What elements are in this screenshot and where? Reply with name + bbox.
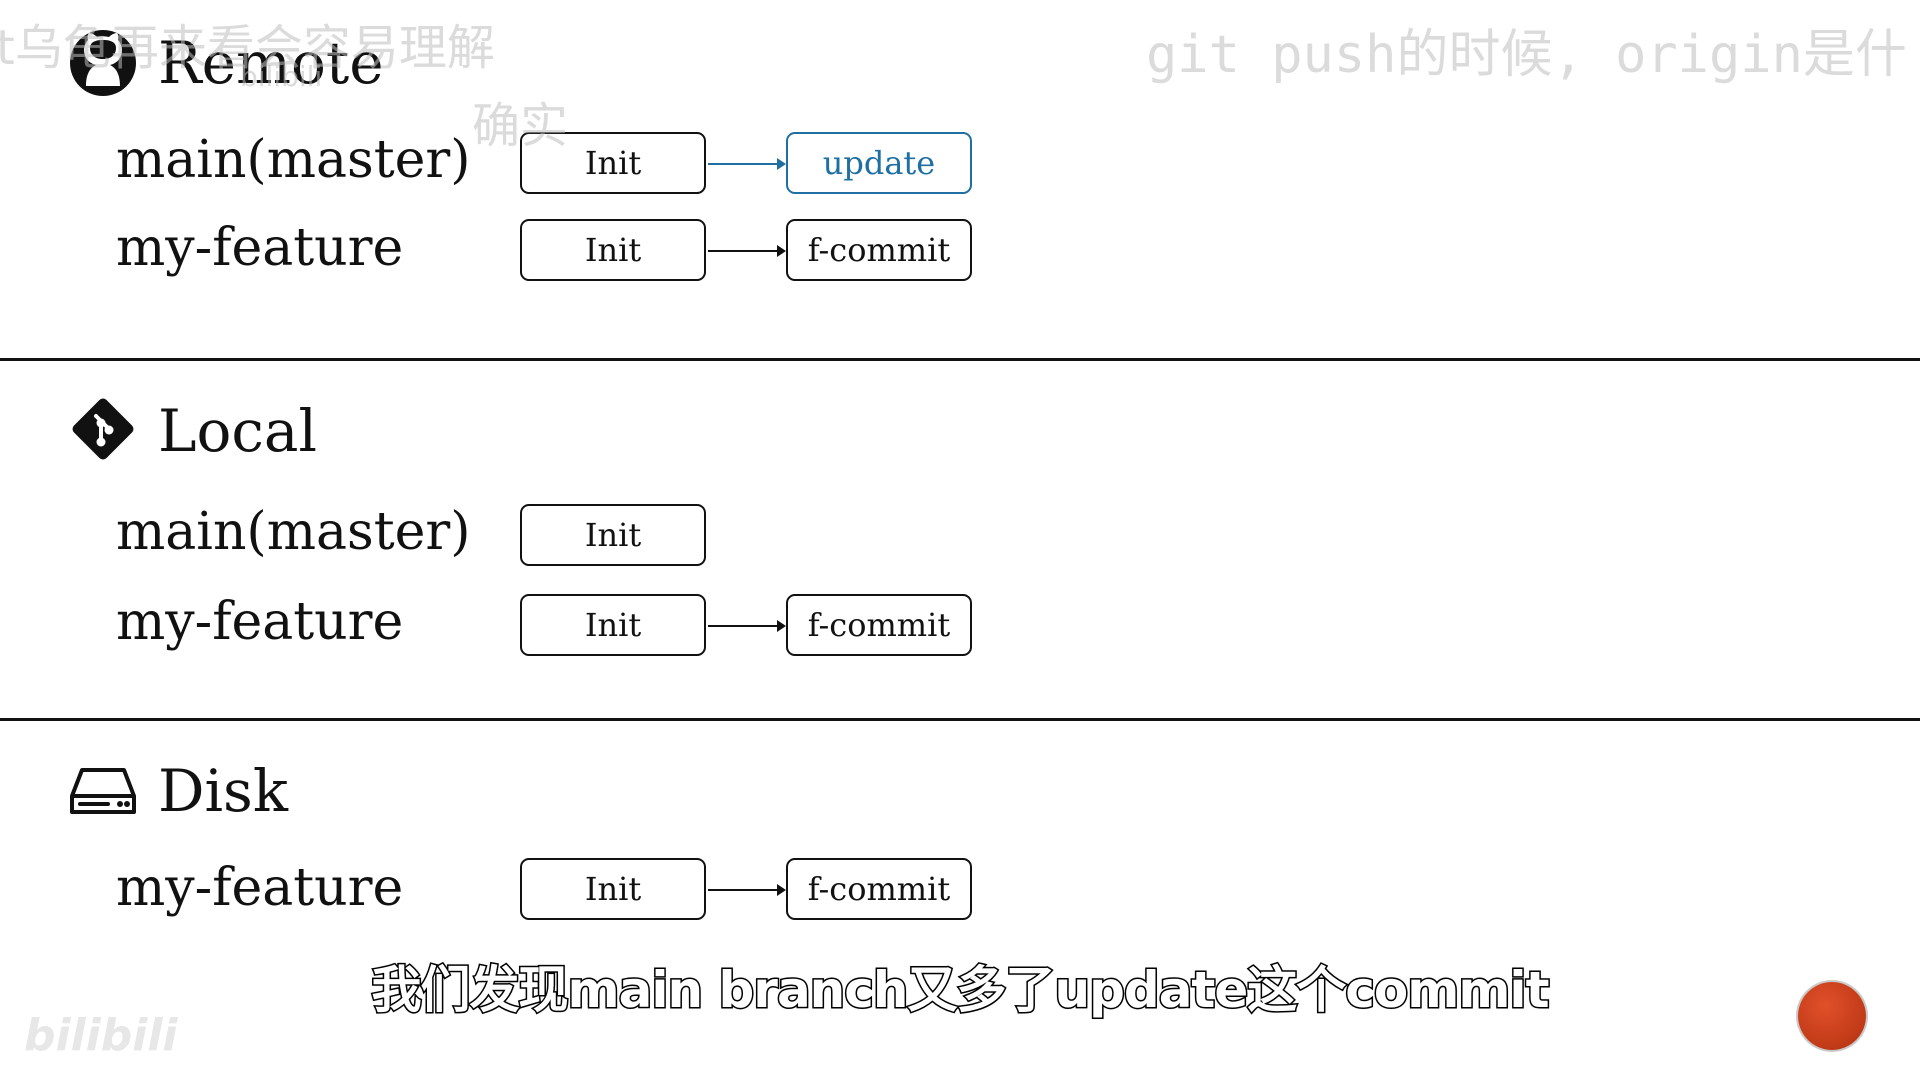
danmaku-comment-left-2: 确实	[472, 98, 569, 154]
local-main-label: main(master)	[116, 502, 471, 562]
remote-feature-commit-init: Init	[520, 219, 706, 281]
bilibili-watermark-logo: bilibili	[24, 1010, 178, 1061]
remote-main-commit-update: update	[786, 132, 972, 194]
local-feature-label: my-feature	[116, 592, 404, 652]
remote-main-label: main(master)	[116, 130, 471, 190]
local-feature-commit-f: f-commit	[786, 594, 972, 656]
remote-main-arrow	[708, 158, 786, 170]
disk-feature-commit-init: Init	[520, 858, 706, 920]
remote-feature-arrow	[708, 245, 786, 257]
local-main-commit-init: Init	[520, 504, 706, 566]
record-indicator-icon	[1798, 982, 1866, 1050]
video-subtitle: 我们发现main branch又多了update这个commit	[370, 960, 1551, 1021]
danmaku-comment-right: git push的时候, origin是什	[1146, 25, 1907, 85]
danmaku-comment-left: t乌龟再来看会容易理解	[0, 20, 495, 76]
remote-main-commit-init: Init	[520, 132, 706, 194]
remote-feature-label: my-feature	[116, 218, 404, 278]
local-title: Local	[158, 397, 318, 465]
disk-title: Disk	[158, 757, 288, 825]
disk-feature-label: my-feature	[116, 858, 404, 918]
github-icon	[68, 28, 138, 98]
remote-title: Remote	[158, 29, 384, 97]
local-feature-commit-init: Init	[520, 594, 706, 656]
section-divider-1	[0, 358, 1920, 361]
remote-feature-commit-f: f-commit	[786, 219, 972, 281]
bilibili-watermark-small: bilibili	[240, 60, 323, 93]
disk-drive-icon	[68, 756, 138, 826]
disk-feature-arrow	[708, 884, 786, 896]
git-icon	[68, 394, 138, 464]
disk-feature-commit-f: f-commit	[786, 858, 972, 920]
local-feature-arrow	[708, 620, 786, 632]
section-divider-2	[0, 718, 1920, 721]
